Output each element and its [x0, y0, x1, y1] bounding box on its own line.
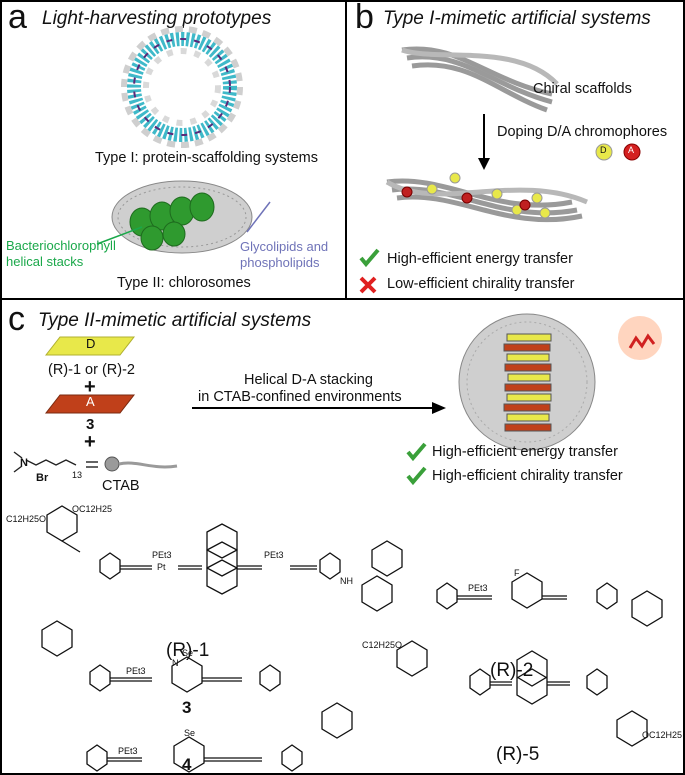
- type2-caption: Type II: chlorosomes: [117, 275, 251, 291]
- structure-r1: [46, 505, 393, 612]
- check-icon: [359, 248, 380, 268]
- atom-label: C12H25O: [362, 640, 403, 650]
- structure-r2: [371, 540, 663, 627]
- atom-label: Se: [182, 648, 194, 658]
- ctab-illustration: [13, 451, 98, 473]
- type1-caption: Type I: protein-scaffolding systems: [95, 150, 318, 166]
- structure-r5: [396, 640, 648, 747]
- panel-c-title: Type II-mimetic artificial systems: [38, 310, 312, 331]
- ctab-head: [104, 456, 120, 472]
- donor-compounds: (R)-1 or (R)-2: [48, 362, 135, 378]
- atom-label: PEt3: [152, 550, 172, 560]
- bchl-label-2: helical stacks: [6, 254, 84, 269]
- panel-a: a Light-harvesting prototypes Type I: [0, 0, 347, 300]
- plus-2: +: [84, 431, 96, 453]
- arrow-line-2: in CTAB-confined environments: [198, 389, 402, 405]
- donor-tile-label: D: [86, 336, 96, 351]
- check-icon: [406, 442, 427, 462]
- atom-label: PEt3: [118, 746, 138, 756]
- micelle-illustration: [458, 313, 596, 451]
- check-item-b: High-efficient energy transfer: [387, 251, 573, 267]
- doping-label: Doping D/A chromophores: [497, 124, 668, 140]
- ctab-br: Br: [36, 472, 49, 484]
- panel-b-art: [359, 46, 641, 294]
- atom-label: OC12H25: [642, 730, 683, 740]
- cpl-glow: [618, 316, 662, 360]
- structure-3: [41, 620, 353, 739]
- acceptor-ball: [623, 143, 641, 161]
- atom-label: PEt3: [468, 583, 488, 593]
- protein-ring-illustration: [121, 26, 243, 148]
- atom-label: C12H25O: [6, 514, 47, 524]
- chlorosome-illustration: [96, 180, 271, 254]
- check-item-c1: High-efficient energy transfer: [432, 444, 618, 460]
- panel-b: b Type I-mimetic artificial systems: [345, 0, 685, 300]
- compound-r1-label: (R)-1: [166, 640, 210, 661]
- donor-tile: [44, 336, 136, 356]
- cross-item-b: Low-efficient chirality transfer: [387, 276, 575, 292]
- lipid-label-2: phospholipids: [240, 255, 320, 270]
- scaffold-label: Chiral scaffolds: [533, 81, 632, 97]
- cross-icon: [359, 276, 377, 294]
- acceptor-glyph: A: [628, 145, 635, 155]
- atom-label: Pt: [157, 562, 166, 572]
- atom-label: Se: [184, 728, 196, 738]
- donor-glyph: D: [600, 145, 607, 155]
- acceptor-compound: 3: [86, 416, 95, 433]
- compound-4-label: 4: [182, 755, 192, 774]
- panel-c-art: [13, 313, 663, 773]
- bchl-label-1: Bacteriochlorophyll: [6, 238, 116, 253]
- atom-label: NH: [340, 576, 353, 586]
- donor-ball: [595, 143, 613, 161]
- panel-b-title: Type I-mimetic artificial systems: [383, 8, 651, 29]
- plus-1: +: [84, 376, 96, 398]
- dopant-dots: [401, 172, 551, 219]
- ctab-tail: [118, 461, 178, 469]
- check-item-c2: High-efficient chirality transfer: [432, 468, 623, 484]
- atom-label: F: [514, 568, 520, 578]
- compound-r5-label: (R)-5: [496, 744, 540, 765]
- atom-label: PEt3: [264, 550, 284, 560]
- panel-b-letter: b: [355, 0, 374, 36]
- panel-a-title: Light-harvesting prototypes: [42, 8, 272, 29]
- atom-label: OC12H25: [72, 504, 113, 514]
- lipid-label-1: Glycolipids and: [240, 239, 329, 254]
- ctab-n: N: [20, 457, 28, 469]
- panel-a-letter: a: [8, 0, 27, 36]
- cpl-helix-icon: [628, 333, 656, 349]
- acceptor-tile-label: A: [86, 394, 95, 409]
- structure-4: [86, 736, 303, 773]
- acceptor-tile: [44, 394, 136, 414]
- chiral-scaffold-doped: [385, 178, 588, 223]
- atom-label: N: [172, 658, 179, 668]
- ctab-label: CTAB: [102, 478, 140, 494]
- chiral-scaffold-top: [401, 46, 559, 113]
- panel-c: c Type II-mimetic artificial systems: [0, 298, 685, 775]
- arrow-line-1: Helical D-A stacking: [244, 372, 373, 388]
- compound-r2-label: (R)-2: [490, 660, 534, 681]
- compound-3-label: 3: [182, 698, 192, 717]
- atom-label: PEt3: [126, 666, 146, 676]
- check-icon: [406, 466, 427, 486]
- ctab-sub: 13: [72, 470, 83, 480]
- panel-a-art: [96, 26, 271, 254]
- panel-c-letter: c: [8, 300, 25, 338]
